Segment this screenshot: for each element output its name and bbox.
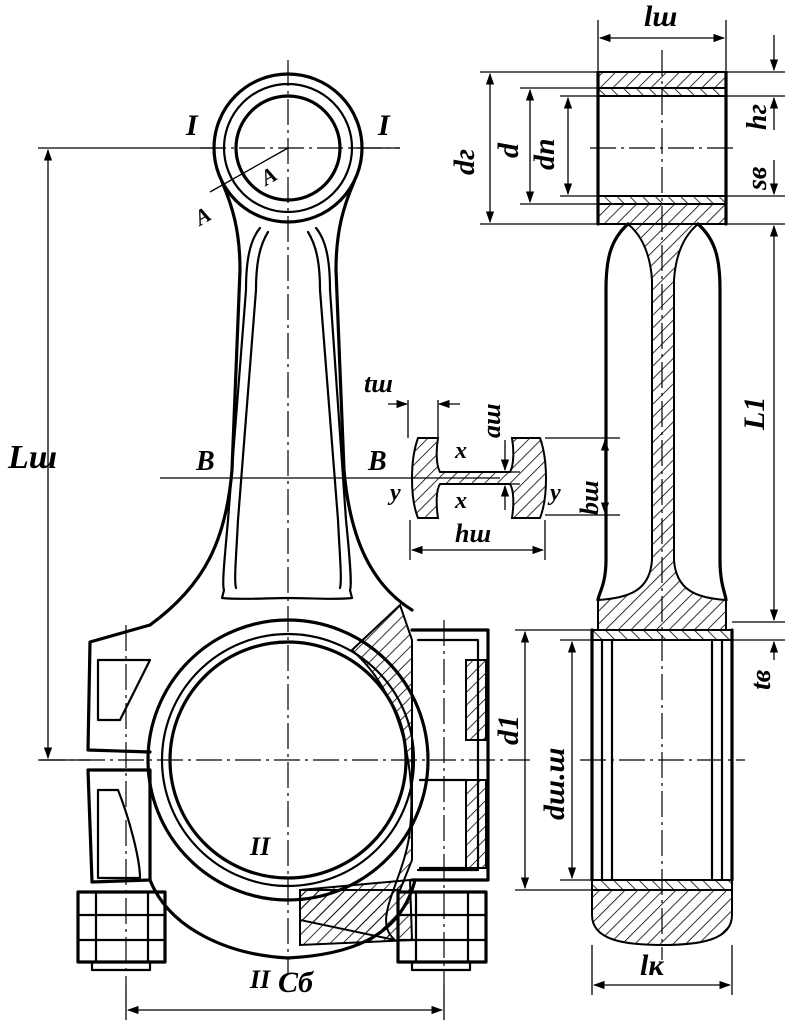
front-view xyxy=(40,60,530,985)
label-axis-x-top: x xyxy=(454,438,467,464)
label-section-A-left: A xyxy=(188,201,215,231)
label-section-I-left: I xyxy=(185,109,199,142)
label-h-g: hг xyxy=(742,104,773,130)
label-b-sh: bш xyxy=(575,480,604,515)
label-section-II-upper: II xyxy=(249,832,271,861)
label-h-sh: hш xyxy=(455,519,491,548)
shank-rib xyxy=(220,226,354,600)
label-section-II-lower: II xyxy=(249,965,271,994)
label-L-sh: Lш xyxy=(7,439,57,476)
label-axis-x-bottom: x xyxy=(454,488,467,514)
label-axis-y-right: y xyxy=(547,480,561,506)
side-section xyxy=(480,20,785,995)
label-d-1: d1 xyxy=(492,715,525,745)
label-t-v: tв xyxy=(746,669,777,690)
label-d-p: dп xyxy=(528,138,561,170)
label-section-I-right: I xyxy=(377,109,391,142)
label-section-B-right: B xyxy=(367,446,387,477)
label-d-shsh: dш.ш xyxy=(538,748,571,820)
left-boss xyxy=(76,623,167,972)
label-d: d xyxy=(492,142,525,158)
label-t-sh: tш xyxy=(364,369,393,398)
label-d-g: dг xyxy=(448,149,481,175)
label-a-sh: aш xyxy=(477,403,506,438)
dim-L-sh xyxy=(38,147,200,761)
label-section-B-left: B xyxy=(195,446,215,477)
shank-outline xyxy=(148,180,414,627)
label-s-v: sв xyxy=(742,166,773,191)
right-boss xyxy=(396,628,490,972)
label-l-k: lк xyxy=(640,949,664,982)
label-section-A-right: A xyxy=(254,161,281,191)
label-axis-y-left: y xyxy=(387,480,401,506)
label-L-1: L1 xyxy=(738,397,771,431)
dim-C-b xyxy=(125,985,445,1020)
label-C-b: Cб xyxy=(278,966,314,999)
label-l-sh: lш xyxy=(644,0,677,33)
